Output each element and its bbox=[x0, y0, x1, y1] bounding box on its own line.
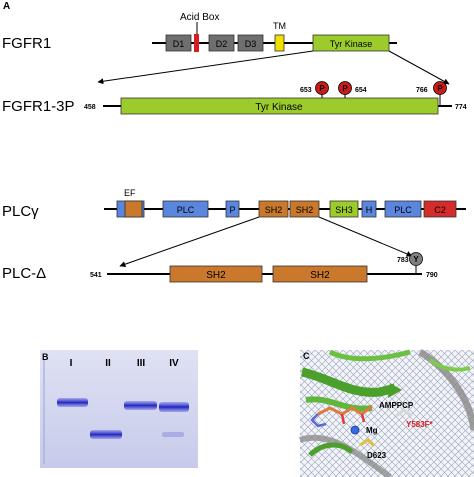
panel-a-label: A bbox=[3, 1, 10, 12]
tyrosine-y-icon-783 bbox=[409, 252, 423, 266]
fgfr1-d1-domain bbox=[165, 34, 192, 52]
acid-box-mark bbox=[194, 34, 199, 52]
plc-delta-start: 541 bbox=[90, 272, 102, 279]
plc-delta-sh2b-domain bbox=[272, 265, 368, 283]
plcg-ef-label: EF bbox=[124, 188, 136, 198]
phospho-site-654: 654 bbox=[355, 87, 367, 94]
plcg-label: PLCγ bbox=[2, 203, 39, 220]
plcg-p-label: P bbox=[229, 205, 235, 215]
fgfr1-d2-domain bbox=[208, 34, 235, 52]
gel-band-lane-i bbox=[57, 398, 88, 407]
d623-label: D623 bbox=[367, 451, 387, 460]
phospho-site-766: 766 bbox=[416, 87, 428, 94]
phospho-p-icon-766 bbox=[433, 81, 447, 95]
plcg-sh2b-label: SH2 bbox=[296, 205, 314, 215]
fgfr1-3p-label: FGFR1-3P bbox=[2, 98, 75, 115]
fgfr1-d3-label: D3 bbox=[245, 39, 257, 49]
panel-c-label: C bbox=[303, 351, 310, 361]
plcg-sh3-domain bbox=[329, 200, 359, 218]
fgfr1-d3-domain bbox=[237, 34, 264, 52]
plcg-sh2b-domain bbox=[289, 200, 320, 218]
gel-band-lane-iii bbox=[124, 401, 157, 410]
y583f-label: Y583F* bbox=[406, 420, 434, 429]
gel-lane-iii-label: III bbox=[137, 358, 146, 369]
fgfr1-3p-end: 774 bbox=[455, 104, 467, 111]
plcg-plc2-domain bbox=[384, 200, 422, 218]
expand-arrow-right bbox=[388, 50, 450, 85]
phospho-symbol-766: P bbox=[437, 84, 443, 93]
phospho-p-icon-653 bbox=[315, 81, 329, 95]
fgfr1-kinase-label: Tyr Kinase bbox=[330, 39, 373, 49]
gel-lane-iv-label: IV bbox=[169, 358, 179, 369]
structure-image bbox=[299, 348, 474, 477]
mg-label: Mg bbox=[366, 426, 378, 435]
plc-expand-arrow-right bbox=[318, 216, 413, 257]
tm-label: TM bbox=[273, 21, 286, 31]
tm-domain bbox=[274, 34, 285, 52]
plc-delta-sh2a-label: SH2 bbox=[206, 270, 226, 281]
gel-band-lane-ii bbox=[90, 430, 122, 439]
phospho-symbol-653: P bbox=[319, 84, 325, 93]
plc-expand-arrow-left bbox=[119, 216, 260, 268]
fgfr1-d1-label: D1 bbox=[173, 39, 185, 49]
phospho-symbol-654: P bbox=[342, 84, 348, 93]
phospho-site-653: 653 bbox=[300, 87, 312, 94]
fgfr1-3p-kinase-label: Tyr Kinase bbox=[255, 102, 303, 113]
mg-ion-icon bbox=[350, 425, 360, 435]
fgfr1-3p-kinase-domain bbox=[120, 97, 439, 115]
fgfr1-kinase-domain bbox=[312, 34, 390, 52]
plcg-plc2-label: PLC bbox=[394, 205, 412, 215]
plcg-h-label: H bbox=[366, 205, 373, 215]
plcg-plc1-label: PLC bbox=[177, 205, 195, 215]
plcg-sh2a-label: SH2 bbox=[265, 205, 283, 215]
panel-b-label: B bbox=[42, 352, 49, 362]
plc-delta-sh2a-domain bbox=[169, 265, 263, 283]
plcg-sh2a-domain bbox=[258, 200, 289, 218]
tyr-site-783: 783 bbox=[397, 257, 409, 264]
fgfr1-3p-start: 458 bbox=[84, 104, 96, 111]
ampppcp-label: AMPPCP bbox=[379, 401, 414, 410]
gel-band-lane-iv bbox=[159, 402, 189, 412]
tyr-symbol-783: Y bbox=[413, 255, 419, 264]
fgfr1-label: FGFR1 bbox=[2, 35, 51, 52]
plcg-h-domain bbox=[361, 200, 377, 218]
acid-box-label: Acid Box bbox=[180, 12, 219, 23]
fgfr1-d2-label: D2 bbox=[216, 39, 228, 49]
gel-band-lane-iv-faint bbox=[162, 432, 184, 437]
gel-lane-ii-label: II bbox=[105, 358, 111, 369]
plcg-plc1-domain bbox=[162, 200, 209, 218]
plcg-c2-domain bbox=[423, 200, 457, 218]
expand-arrow-left bbox=[97, 50, 314, 85]
plcg-sh3-label: SH3 bbox=[335, 205, 353, 215]
phospho-p-icon-654 bbox=[338, 81, 352, 95]
gel-lane-i-label: I bbox=[70, 358, 73, 369]
plcg-c2-label: C2 bbox=[434, 205, 446, 215]
plc-delta-sh2b-label: SH2 bbox=[310, 270, 330, 281]
plc-delta-end: 790 bbox=[426, 272, 438, 279]
plcg-p-domain bbox=[225, 200, 240, 218]
plcg-ef-domain-visible bbox=[124, 200, 143, 218]
plc-delta-label: PLC-Δ bbox=[2, 265, 46, 282]
